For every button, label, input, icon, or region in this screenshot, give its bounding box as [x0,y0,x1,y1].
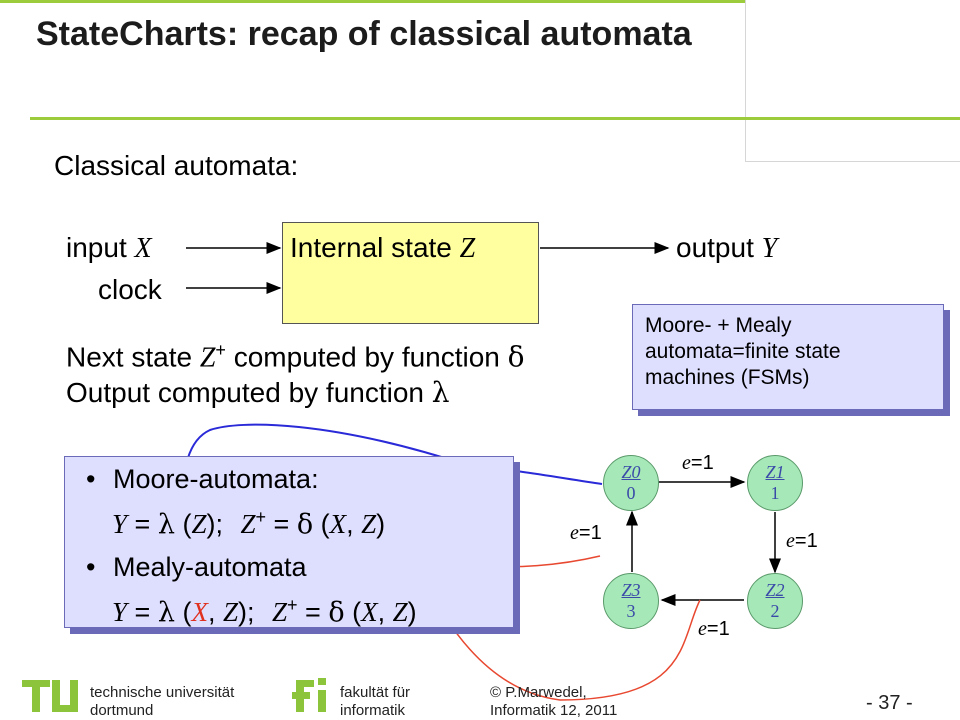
title-bottom-rule [30,117,960,120]
state-node-z0: Z0 0 [603,455,659,511]
moore-z2: Z [361,509,377,539]
slide-title: StateCharts: recap of classical automata [36,15,692,53]
mealy-title-text: Mealy-automata [112,552,307,582]
edge-val: =1 [690,452,714,474]
faculty-name: fakultät für informatik [340,684,410,720]
edge-var: e [682,452,691,474]
corner-frame [745,0,960,162]
faculty-line2: informatik [340,702,406,719]
mealy-lambda: λ [157,597,175,628]
output-func-line: Output computed by function λ [66,376,450,409]
moore-title-text: Moore-automata: [112,464,319,494]
mealy-formula: Y = λ (X, Z); Z+ = δ (X, Z) [112,595,417,628]
university-line1: technische universität [90,684,235,701]
delta-symbol: δ [507,340,525,374]
mealy-title: • Mealy-automata [86,550,307,584]
clock-label: clock [98,274,162,305]
mealy-y: Y [112,597,128,627]
moore-eq1: = [127,509,158,539]
state-z1-name: Z1 [765,462,785,482]
internal-state-word: Internal state [290,232,452,263]
moore-z: Z [191,509,207,539]
next-state-word: Next state [66,341,193,373]
mealy-z: Z [222,597,238,627]
next-state-line: Next state Z+ computed by function δ [66,340,525,374]
state-z0-output: 0 [626,483,636,503]
moore-link-arrow [174,423,603,510]
author-line1: © P.Marwedel, [490,684,587,701]
mealy-x-red: X [191,597,208,627]
tu-logo [22,676,80,716]
moore-formula: Y = λ (Z); Z+ = δ (X, Z) [112,507,386,540]
moore-x: X [329,509,347,539]
input-var: X [134,233,152,264]
moore-sep: ; [215,509,231,539]
author-credit: © P.Marwedel, Informatik 12, 2011 [490,684,617,720]
internal-state-box [282,222,539,324]
edge-val: =1 [706,618,730,640]
edge-label-z2-z3: e=1 [698,618,730,641]
output-label: output Y [676,232,777,265]
edge-var: e [786,530,795,552]
mealy-x: X [361,597,378,627]
edge-var: e [698,618,707,640]
edge-val: =1 [794,530,818,552]
mealy-z2: Z [392,597,408,627]
internal-state-var: Z [459,233,476,264]
mealy-znext: Z [272,597,288,627]
mealy-delta: δ [328,597,345,628]
moore-y: Y [112,509,128,539]
state-z2-output: 2 [770,601,780,621]
moore-title: • Moore-automata: [86,462,319,496]
output-var: Y [761,233,778,264]
automata-bullets-box [64,456,514,628]
next-state-sup: + [215,340,226,360]
state-node-z2: Z2 2 [747,573,803,629]
edge-val: =1 [578,522,602,544]
bullet-dot: • [86,464,96,494]
edge-label-z3-z0: e=1 [570,522,602,545]
mealy-sep: ; [246,597,262,627]
next-state-func-word: computed by function [233,341,500,373]
university-line2: dortmund [90,702,154,719]
state-z2-name: Z2 [765,580,785,600]
state-z3-output: 3 [626,601,636,621]
edge-label-z0-z1: e=1 [682,452,714,475]
lambda-symbol: λ [431,376,450,409]
edge-var: e [570,522,579,544]
edge-label-z1-z2: e=1 [786,530,818,553]
fi-logo [292,676,332,716]
moore-eq2: = [266,509,297,539]
page-number: - 37 - [866,692,913,714]
mealy-eq1: = [127,597,158,627]
output-word: output [676,232,754,263]
internal-state-label: Internal state Z [290,232,475,265]
state-node-z1: Z1 1 [747,455,803,511]
state-z3-name: Z3 [621,580,641,600]
mealy-eq2: = [297,597,329,627]
input-word: input [66,232,127,263]
mealy-plus: + [287,595,298,615]
author-line2: Informatik 12, 2011 [490,702,618,719]
next-state-var: Z [199,342,216,374]
moore-znext: Z [240,509,256,539]
output-func-word: Output computed by function [66,377,424,408]
intro-text: Classical automata: [54,150,299,181]
input-label: input X [66,232,152,265]
university-name: technische universität dortmund [90,684,234,720]
state-node-z3: Z3 3 [603,573,659,629]
moore-delta: δ [296,509,314,540]
bullet-dot: • [86,552,96,582]
moore-plus: + [255,507,267,527]
state-z0-name: Z0 [621,462,641,482]
fsm-note-box: Moore- + Mealy automata=finite state mac… [632,304,944,410]
moore-lambda: λ [157,509,175,540]
faculty-line1: fakultät für [340,684,411,701]
state-z1-output: 1 [770,483,780,503]
title-top-rule [0,0,745,3]
